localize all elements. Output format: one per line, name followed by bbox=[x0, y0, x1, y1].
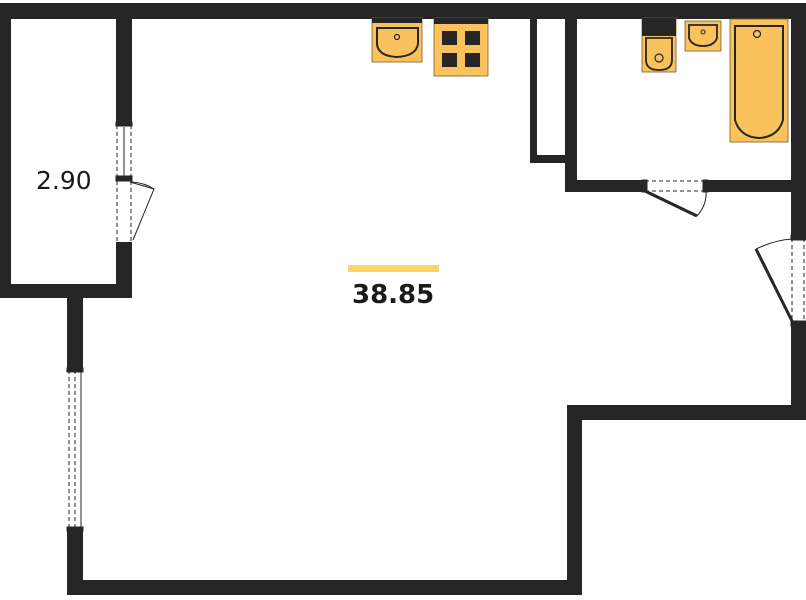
fixtures bbox=[371, 17, 789, 143]
balcony-area-label: 2.90 bbox=[36, 166, 92, 195]
left-wall-bottom bbox=[67, 530, 83, 595]
balcony-bottom-wall bbox=[0, 284, 132, 298]
windows bbox=[66, 121, 155, 532]
left-wall-top bbox=[67, 284, 83, 370]
top-wall bbox=[0, 3, 806, 19]
bathroom-sink-icon bbox=[684, 20, 722, 52]
main-area-label: 38.85 bbox=[352, 280, 435, 310]
toilet-icon bbox=[641, 17, 677, 73]
balcony-inner-wall-top bbox=[116, 3, 132, 123]
bathroom-wall-left bbox=[565, 180, 643, 192]
balcony-left-wall bbox=[0, 3, 11, 297]
doors bbox=[641, 179, 806, 327]
step-wall bbox=[567, 405, 806, 420]
bathroom-wall-right bbox=[707, 180, 791, 192]
balcony-inner-wall-bottom bbox=[116, 242, 132, 298]
bathroom-door bbox=[641, 179, 709, 218]
right-wall-bottom bbox=[791, 323, 806, 420]
bathroom-left-wall bbox=[565, 18, 577, 192]
right-wall-top bbox=[791, 3, 806, 238]
stove-icon bbox=[433, 17, 489, 77]
balcony-window bbox=[115, 121, 155, 242]
entrance-door bbox=[754, 234, 806, 327]
area-accent-bar bbox=[348, 265, 439, 272]
walls bbox=[0, 3, 806, 595]
main-window bbox=[66, 367, 84, 532]
kitchen-sink-icon bbox=[371, 17, 423, 63]
bathtub-icon bbox=[729, 18, 789, 143]
shaft-wall bbox=[530, 18, 537, 163]
bottom-wall bbox=[67, 580, 582, 595]
right-lower-wall bbox=[567, 405, 582, 595]
shaft-bottom bbox=[530, 155, 565, 163]
